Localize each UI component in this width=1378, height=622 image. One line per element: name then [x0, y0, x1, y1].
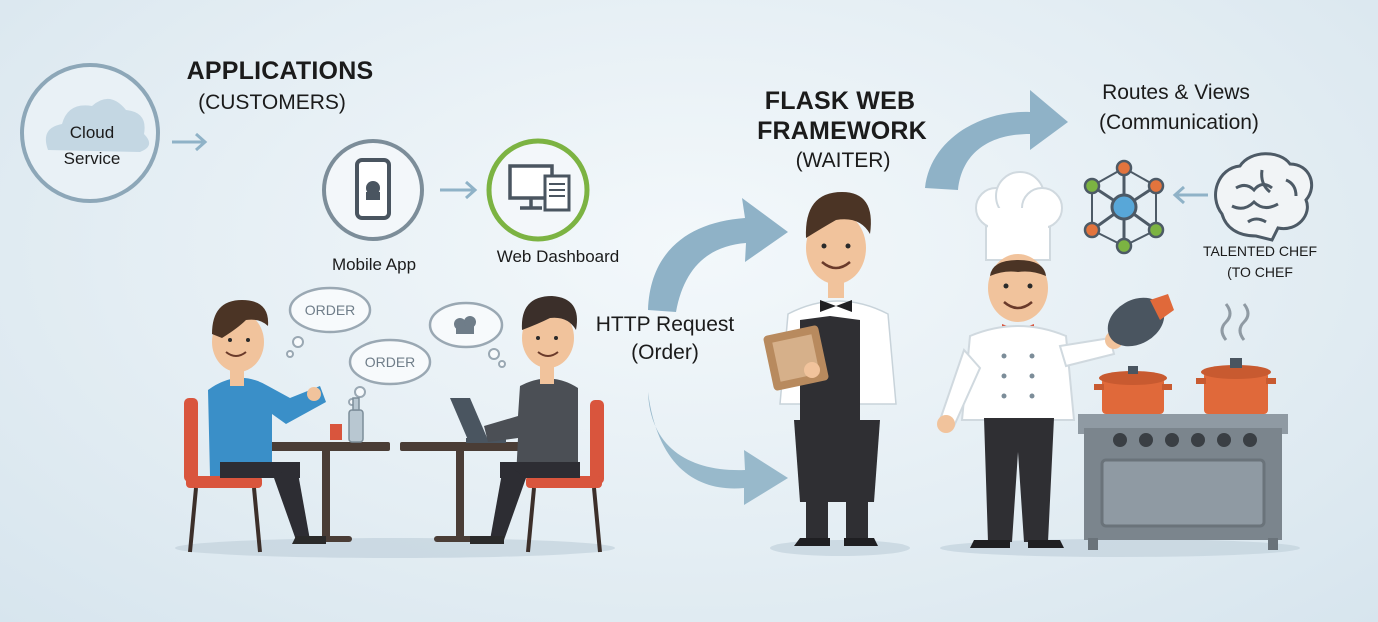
laptop	[450, 398, 506, 443]
applications-title: APPLICATIONS	[186, 57, 374, 85]
routes-title-line1: Routes & Views	[1102, 81, 1250, 104]
cloud-label-line2: Service	[63, 149, 121, 168]
cup	[330, 424, 342, 440]
chef	[937, 171, 1123, 548]
http-request-label-line1: HTTP Request	[595, 313, 735, 336]
speech-bubble-order-1	[286, 286, 372, 358]
routes-title-line2: (Communication)	[1099, 111, 1259, 134]
applications-subtitle: (CUSTOMERS)	[198, 91, 346, 114]
http-request-label-line2: (Order)	[631, 341, 699, 364]
monitor-icon	[486, 138, 590, 242]
customer-left	[184, 300, 326, 553]
flask-subtitle: (WAITER)	[795, 149, 891, 172]
speech-bubble-chef-hat	[428, 301, 506, 368]
mobile-app-label: Mobile App	[331, 255, 417, 274]
customer-right	[470, 296, 604, 553]
phone-icon	[322, 139, 424, 241]
speech-bubble-order-2	[348, 338, 432, 406]
brain-icon	[1214, 152, 1313, 242]
pot-lid	[1107, 294, 1174, 347]
pot-left	[1094, 366, 1172, 414]
arrow-icon	[440, 180, 478, 200]
cloud-label-line1: Cloud	[69, 123, 115, 142]
talented-chef-label-line1: TALENTED CHEF	[1202, 243, 1318, 259]
ground-shadow-customers	[175, 538, 615, 558]
talented-chef-label-line2: (TO CHEF	[1227, 264, 1293, 280]
pot-right	[1196, 303, 1276, 414]
ground-shadow-waiter	[770, 540, 910, 556]
arrow-icon	[172, 132, 208, 152]
flask-title-line1: FLASK WEB	[764, 87, 916, 115]
web-dashboard-label: Web Dashboard	[496, 247, 620, 266]
order-bubble-text-2: ORDER	[364, 354, 416, 370]
bottle	[348, 397, 364, 443]
arrow-icon	[1172, 185, 1208, 205]
network-icon	[1083, 159, 1165, 255]
flask-title-line2: FRAMEWORK	[757, 117, 927, 145]
arrow-icon	[648, 198, 788, 505]
cloud-icon	[20, 63, 160, 203]
order-bubble-text-1: ORDER	[304, 302, 356, 318]
arrow-icon	[925, 90, 1068, 190]
waiter	[763, 192, 897, 546]
stove	[1078, 414, 1288, 550]
